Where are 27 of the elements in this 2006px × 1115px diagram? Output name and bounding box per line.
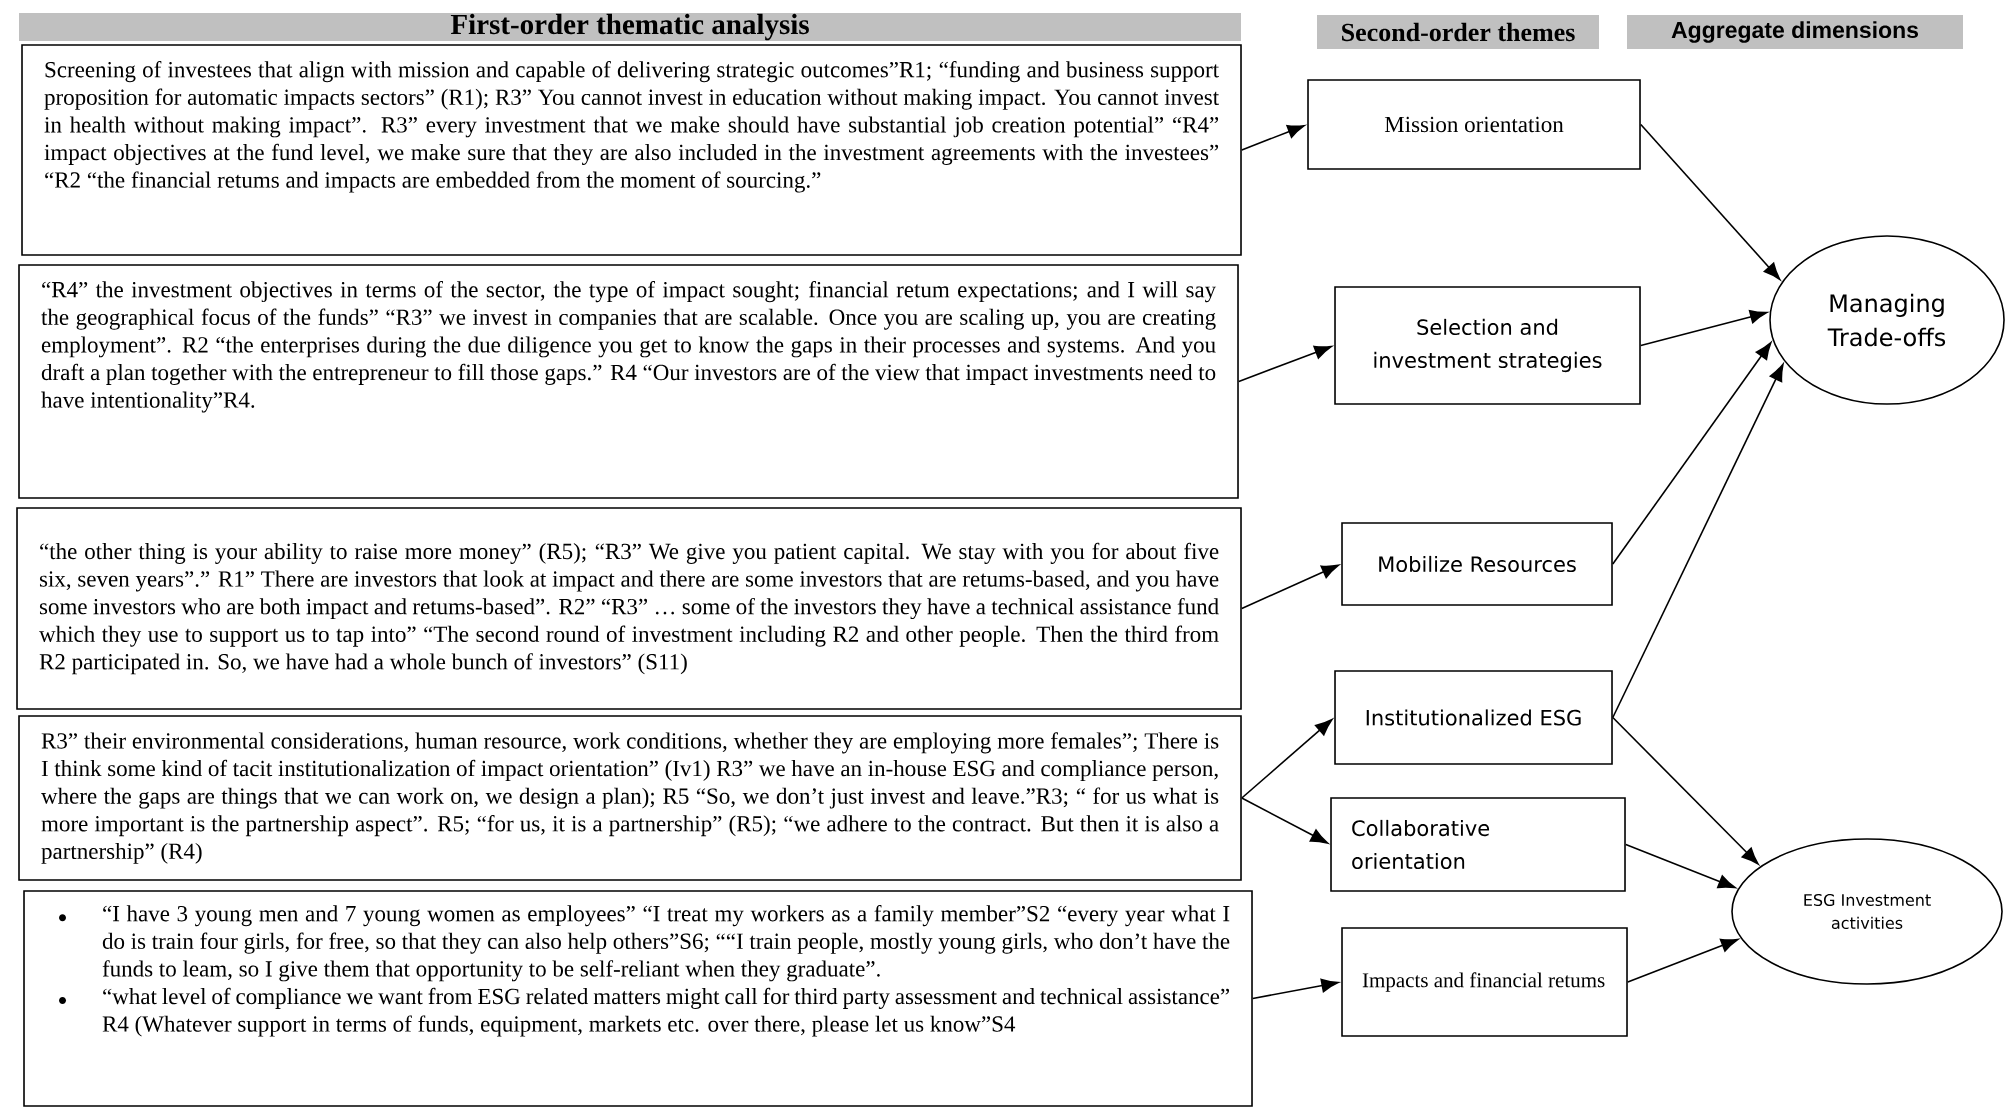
arrow	[1627, 938, 1739, 983]
arrow	[1238, 345, 1332, 383]
arrow	[1625, 843, 1736, 889]
quote-box: “R4” the investment objectives in terms of the sector, the type of impact sought; financial retum expectations; and I will say the geographical focus of the funds” “R3” we invest in companies that are scalable. Once you are scaling up, you are creating employment”. R2 “the enterprises during the due diligence you get to know the gaps in their processes and systems. And you draft a plan together with the entrepreneur to fill those gaps.” R4 “Our investors are of the view that impact investments need to have intentionality”R4.	[18, 264, 1239, 499]
arrow	[1640, 309, 1768, 347]
arrow	[1612, 363, 1784, 719]
theme-box: Collaborative orientation	[1330, 797, 1626, 892]
theme-box: Institutionalized ESG	[1334, 670, 1613, 765]
arrow	[1640, 123, 1781, 281]
quote-box: R3” their environmental considerations, human resource, work conditions, whether they are employing more females”; There is I think some kind of tacit institutionalization of impact orientation” (Iv1) R3” we have an in-house ESG and compliance person, where the gaps are things that we can work on, we design a plan); R5 “So, we don’t just invest and leave.”R3; “ for us what is more important is the partnership aspect”. R5; “for us, it is a partnership” (R5); “we adhere to the contract. But then it is also a partnership” (R4)	[18, 715, 1242, 881]
quote-box: “I have 3 young men and 7 young women as employees” “I treat my workers as a family member”S2 “every year what I do is train four girls, for free, so that they can also help others”S6; ““I train people, mostly young girls, who don’t have the funds to leam, so I give them that opportunity to be self-reliant when they graduate”. “what level of compliance we want from ESG related matters might call for third party assessment and technical assistance” R4 (Whatever support in terms of funds, equipment, markets etc. over there, please let us know”S4	[23, 890, 1253, 1107]
quote-box: Screening of investees that align with mission and capable of delivering strategic outcomes”R1; “funding and business support proposition for automatic impacts sectors” (R1); R3” You cannot invest in education without making impact. You cannot invest in health without making impact”. R3” every investment that we make should have substantial job creation potential” “R4” impact objectives at the fund level, we make sure that they are also included in the investment agreements with the investees” “R2 “the financial retums and impacts are embedded from the moment of sourcing.”	[21, 44, 1242, 256]
arrow	[1612, 716, 1759, 865]
arrow	[1241, 564, 1339, 610]
theme-box: Selection and investment strategies	[1334, 286, 1641, 405]
arrow	[1612, 342, 1772, 565]
arrow	[1241, 797, 1329, 844]
quote-box: “the other thing is your ability to raise more money” (R5); “R3” We give you patient capital. We stay with you for about five six, seven years”.” R1” There are investors that look at impact and there are some investors that are retums-based, and you have some investors who are both impact and retums-based”. R2” “R3” … some of the investors they have a technical assistance fund which they use to support us to tap into” “The second round of investment including R2 and other people. Then the third from R2 participated in. So, we have had a whole bunch of investors” (S11)	[16, 507, 1242, 710]
arrow	[1252, 978, 1339, 1000]
theme-box: Mission orientation	[1307, 79, 1641, 170]
arrow	[1241, 718, 1333, 799]
column-heading: Aggregate dimensions	[1627, 15, 1963, 49]
column-heading: First-order thematic analysis	[19, 13, 1241, 41]
theme-box: Mobilize Resources	[1341, 522, 1613, 606]
column-heading: Second-order themes	[1317, 15, 1599, 49]
arrow	[1241, 124, 1305, 151]
theme-box: Impacts and financial retums	[1341, 927, 1628, 1037]
